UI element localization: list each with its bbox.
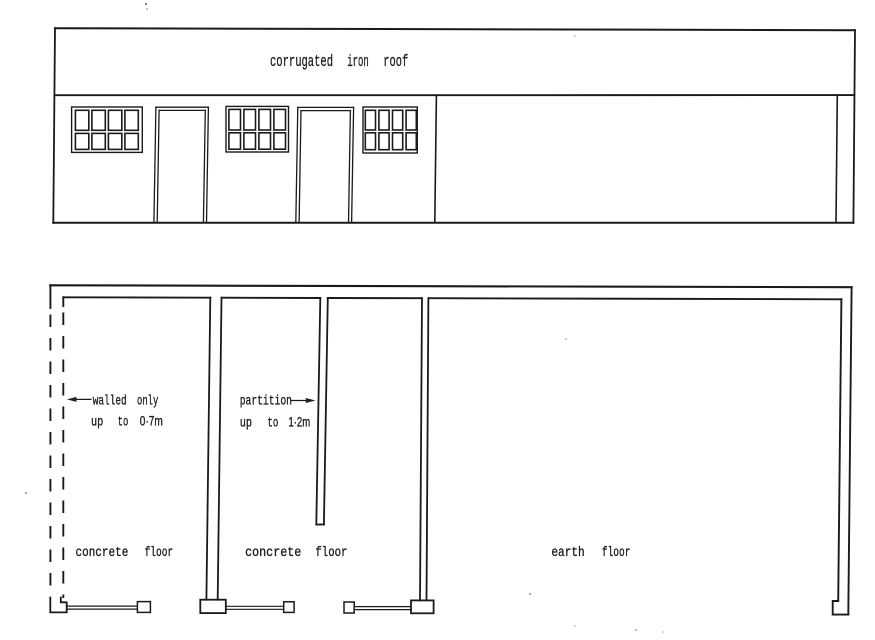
svg-text:earth: earth [551, 545, 584, 561]
svg-text:to: to [267, 416, 278, 431]
svg-text:up: up [91, 415, 103, 430]
svg-text:iron: iron [347, 52, 369, 71]
svg-text:1·2m: 1·2m [289, 414, 311, 429]
svg-text:floor: floor [145, 545, 174, 561]
svg-text:floor: floor [602, 545, 631, 561]
svg-text:0·7m: 0·7m [140, 413, 163, 428]
svg-text:to: to [118, 415, 129, 430]
svg-text:partition: partition [240, 394, 292, 410]
svg-text:concrete: concrete [76, 546, 129, 561]
svg-text:up: up [240, 416, 252, 431]
svg-text:roof: roof [383, 52, 408, 71]
svg-text:only: only [137, 393, 158, 409]
svg-text:floor: floor [315, 545, 347, 561]
svg-text:corrugated: corrugated [270, 52, 333, 71]
svg-text:walled: walled [93, 393, 127, 409]
svg-text:concrete: concrete [245, 546, 301, 561]
